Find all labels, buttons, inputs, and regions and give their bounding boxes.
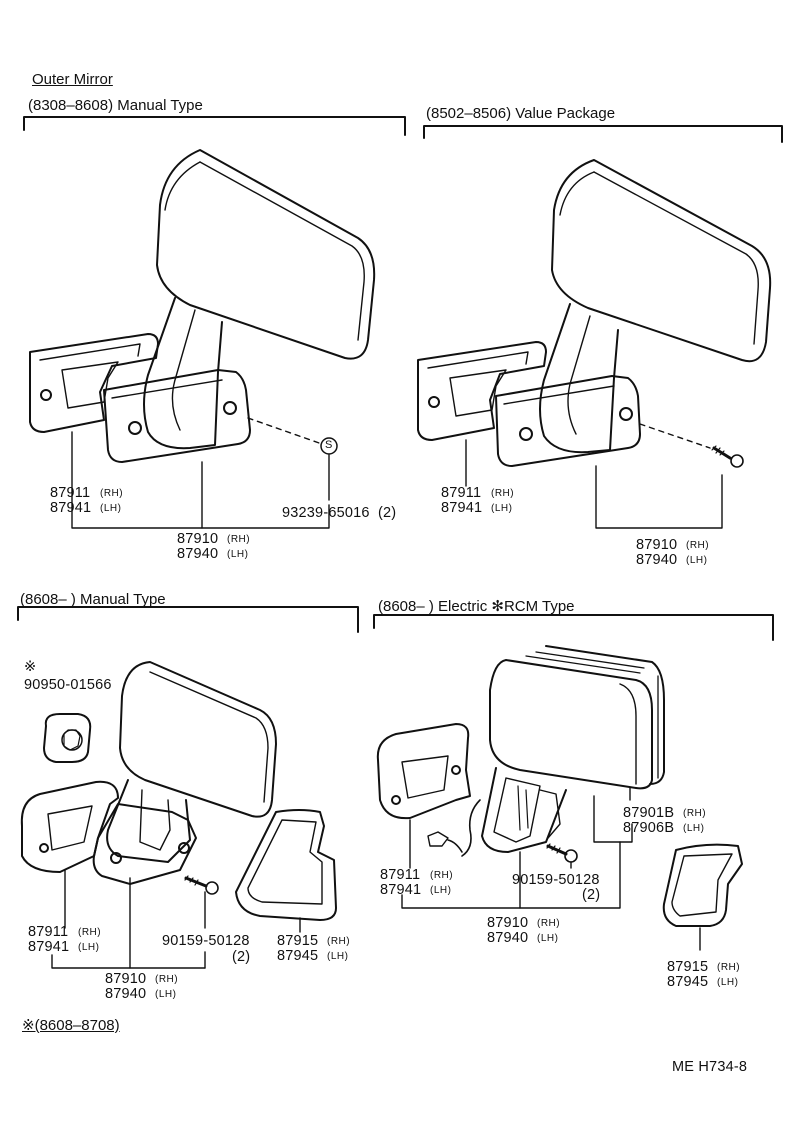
section-2-header: (8502–8506) Value Package [426, 105, 616, 122]
part-number: 87910 [487, 915, 529, 931]
mirror-assembly-3 [20, 661, 337, 969]
part-side: (RH) [683, 808, 707, 819]
part-number: 90950-01566 [24, 677, 112, 693]
part-side: (RH) [491, 488, 515, 499]
part-side: (RH) [100, 488, 124, 499]
mirror-assembly-4 [376, 645, 743, 951]
part-side: (RH) [327, 936, 351, 947]
part-number: 87915 [277, 933, 319, 949]
part-number: 87910 [105, 971, 147, 987]
footnote: ※(8608–8708) [22, 1017, 120, 1034]
part-side: (LH) [491, 503, 513, 514]
section-3-header: (8608– ) Manual Type [20, 591, 166, 608]
part-number: 87940 [177, 546, 219, 562]
part-number: 87940 [636, 552, 678, 568]
part-side: (RH) [686, 540, 710, 551]
part-number: 87941 [50, 500, 92, 516]
part-side: (LH) [686, 555, 708, 566]
part-number: 87940 [105, 986, 147, 1002]
part-number: 87911 [28, 924, 69, 940]
part-number: 87941 [380, 882, 422, 898]
part-side: (RH) [78, 927, 102, 938]
section-1-header: (8308–8608) Manual Type [28, 97, 203, 114]
part-number: 87945 [277, 948, 319, 964]
part-number: 87911 [441, 485, 482, 501]
part-number: 90159-50128 [512, 872, 600, 888]
section-brackets [17, 116, 783, 641]
part-side: (LH) [327, 951, 349, 962]
part-side: (RH) [227, 534, 251, 545]
part-side: (LH) [100, 503, 122, 514]
part-side: (RH) [430, 870, 454, 881]
part-side: (RH) [155, 974, 179, 985]
part-side: (LH) [430, 885, 452, 896]
part-qty: (2) [378, 505, 397, 521]
part-number: 87911 [380, 867, 421, 883]
part-qty: (2) [232, 949, 251, 965]
part-side: (LH) [78, 942, 100, 953]
screw-marker: S [325, 439, 333, 451]
section-4-header: (8608– ) Electric ✻RCM Type [378, 598, 575, 615]
part-side: (LH) [537, 933, 559, 944]
part-number: 87910 [636, 537, 678, 553]
part-side: (LH) [227, 549, 249, 560]
part-number: 90159-50128 [162, 933, 250, 949]
page-code: ME H734-8 [672, 1059, 748, 1075]
part-side: (LH) [717, 977, 739, 988]
part-number: 87915 [667, 959, 709, 975]
part-number: 87941 [28, 939, 70, 955]
part-side: (RH) [717, 962, 741, 973]
part-number: 87910 [177, 531, 219, 547]
part-number: 87901B [623, 805, 675, 821]
mirror-assembly-1 [29, 149, 376, 529]
part-number: 87945 [667, 974, 709, 990]
diagram-title: Outer Mirror [32, 71, 113, 88]
part-side: (LH) [683, 823, 705, 834]
part-number: 87940 [487, 930, 529, 946]
part-mark: ※ [24, 659, 37, 675]
part-number: 87941 [441, 500, 483, 516]
part-side: (LH) [155, 989, 177, 1000]
mirror-assembly-2 [417, 159, 772, 529]
part-number: 87906B [623, 820, 675, 836]
part-qty: (2) [582, 887, 601, 903]
part-number: 87911 [50, 485, 91, 501]
part-number: 93239-65016 [282, 505, 370, 521]
part-side: (RH) [537, 918, 561, 929]
